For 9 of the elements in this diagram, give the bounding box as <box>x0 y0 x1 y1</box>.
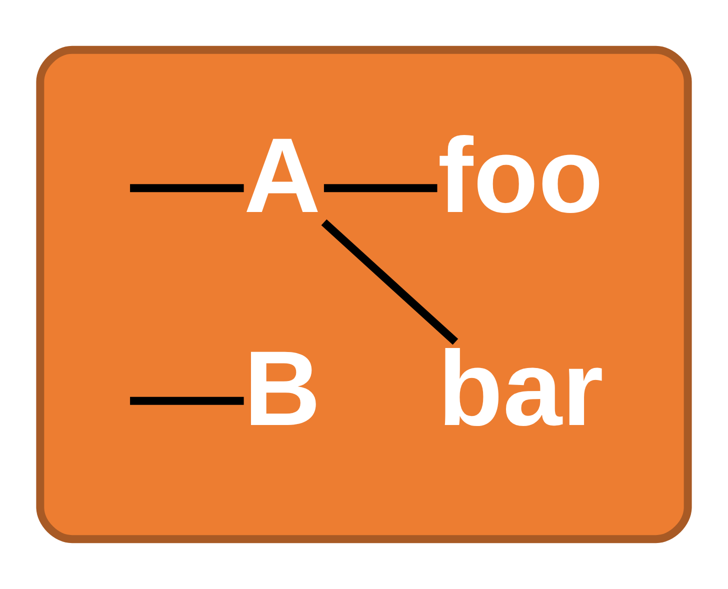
node-text: A <box>244 116 321 236</box>
node-text: B <box>244 328 321 448</box>
connector <box>130 184 244 192</box>
connector <box>130 396 244 405</box>
node-text: foo <box>438 116 604 236</box>
node-text: bar <box>438 328 604 448</box>
connector <box>321 219 458 345</box>
cluster <box>36 46 692 544</box>
connector <box>324 184 438 192</box>
